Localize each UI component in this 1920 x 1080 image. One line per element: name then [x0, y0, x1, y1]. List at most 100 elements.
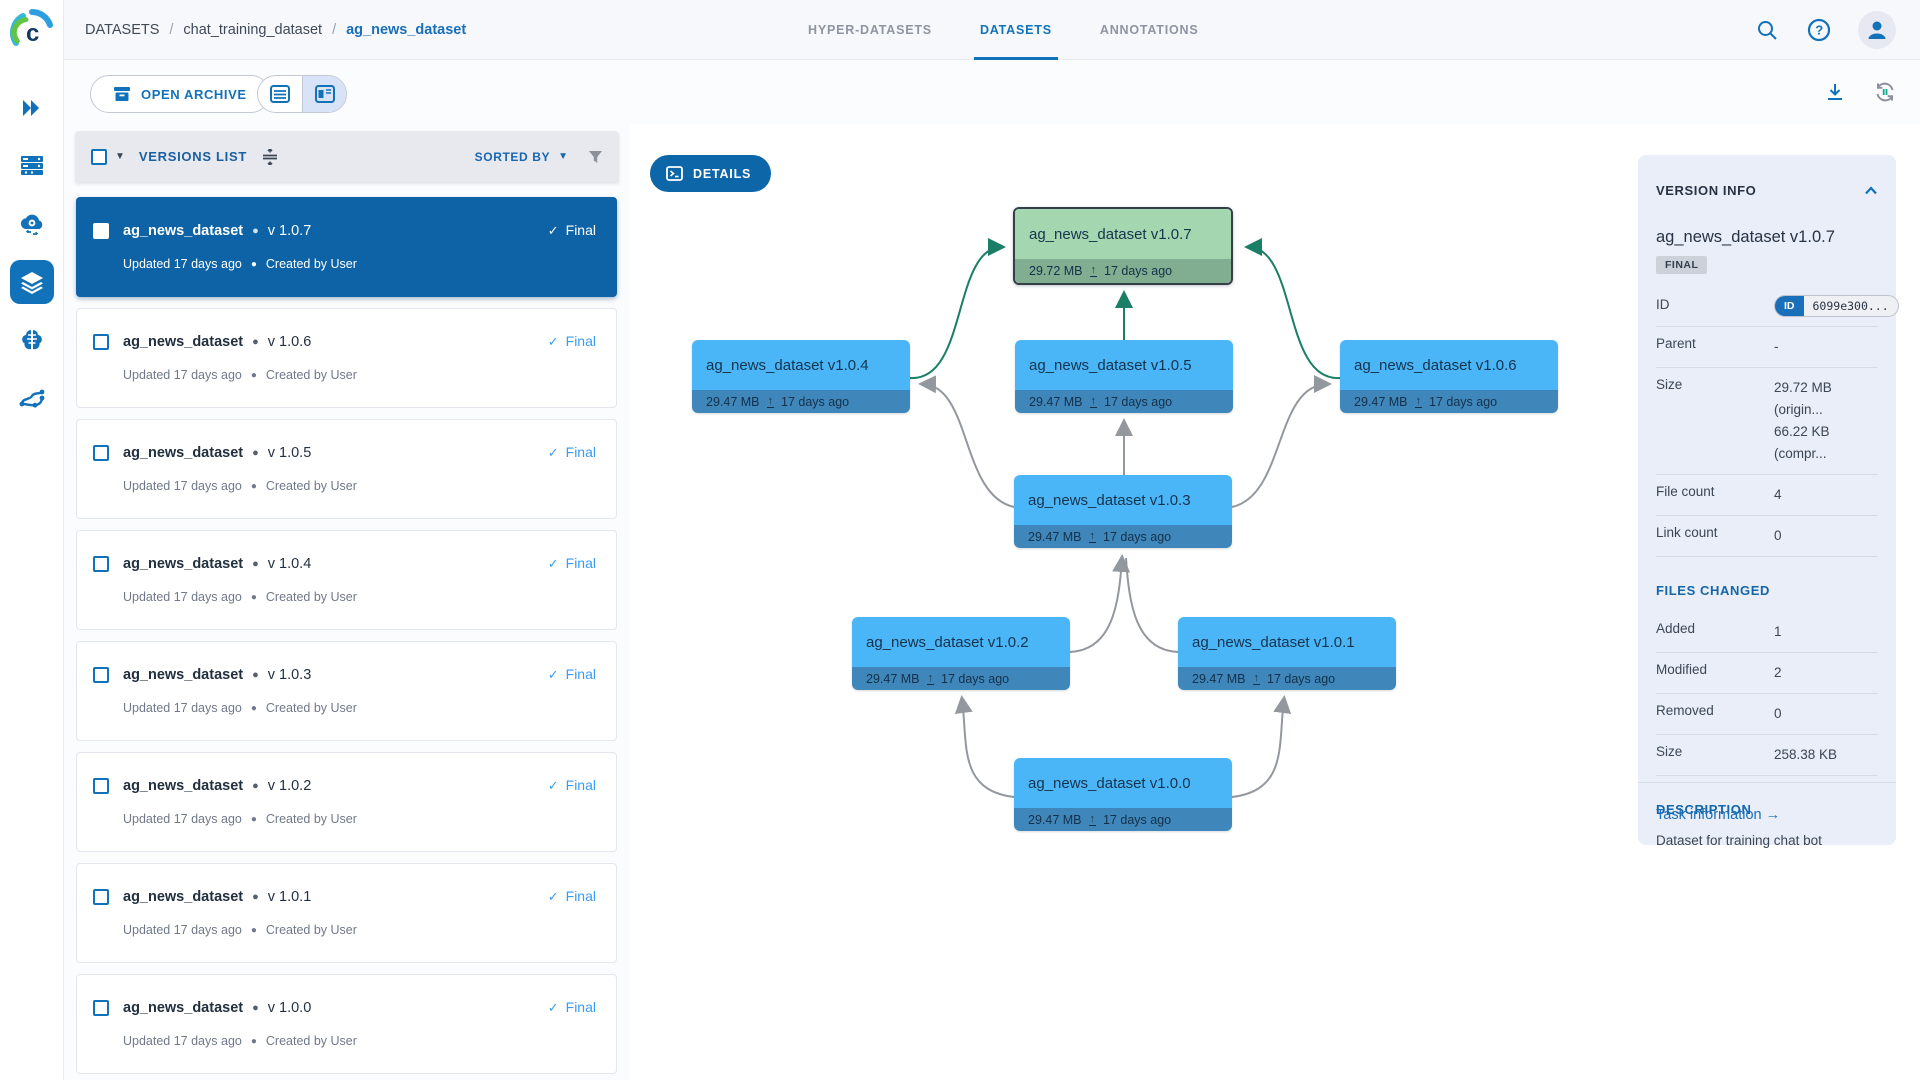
version-checkbox[interactable] — [93, 666, 109, 683]
graph-node-label: ag_news_dataset v1.0.5 — [1015, 340, 1233, 390]
updated-text: Updated 17 days ago — [123, 701, 242, 715]
author-text: Created by User — [265, 590, 357, 604]
graph-node-meta: 29.47 MB ↑ 17 days ago — [1178, 667, 1396, 690]
search-button[interactable] — [1754, 17, 1780, 43]
tab-annotations[interactable]: ANNOTATIONS — [1099, 23, 1199, 37]
separator-dot: ● — [252, 224, 259, 237]
refresh-pause-icon — [1876, 82, 1894, 102]
author-text: Created by User — [265, 257, 357, 271]
graph-edge — [1125, 557, 1179, 653]
breadcrumb-item[interactable]: ag_news_dataset — [346, 22, 467, 38]
user-icon — [1868, 21, 1886, 39]
graph-node-date: 17 days ago — [1104, 394, 1173, 409]
info-row-value: 0 — [1774, 706, 1782, 721]
graph-node-size: 29.72 MB — [1029, 264, 1083, 278]
clearml-logo-icon[interactable]: c — [9, 8, 55, 54]
version-checkbox[interactable] — [93, 888, 109, 905]
download-button[interactable] — [1822, 79, 1848, 105]
select-all-caret-icon[interactable]: ▼ — [115, 151, 125, 162]
version-name-title: ag_news_dataset v1.0.7 — [1656, 228, 1835, 246]
info-row-label: Added — [1656, 621, 1696, 636]
brain-icon — [22, 330, 42, 350]
final-status: Final — [548, 333, 596, 350]
filter-button[interactable] — [588, 150, 603, 164]
version-info-panel: VERSION INFO ag_news_dataset v1.0.7 FINA… — [1638, 155, 1899, 848]
sorted-by-caret-icon[interactable]: ▼ — [558, 151, 568, 162]
description-text: Dataset for training chat bot — [1656, 833, 1822, 848]
help-button[interactable]: ? — [1806, 17, 1832, 43]
version-list-item[interactable]: ag_news_dataset ● v 1.0.7 Final Updated … — [76, 197, 617, 297]
info-row: Added 1 — [1656, 612, 1878, 653]
graph-node[interactable]: ag_news_dataset v1.0.7 29.72 MB ↑ 17 day… — [1013, 207, 1233, 285]
open-archive-button[interactable]: OPEN ARCHIVE — [90, 75, 270, 113]
graph-node-size: 29.47 MB — [706, 394, 760, 409]
row-density-button[interactable] — [261, 148, 279, 165]
version-checkbox[interactable] — [93, 777, 109, 794]
dataset-toolbar: OPEN ARCHIVE — [64, 60, 1920, 124]
separator-dot: ● — [252, 557, 259, 570]
version-name: ag_news_dataset — [123, 888, 244, 905]
graph-edge — [918, 375, 1015, 508]
version-list-item[interactable]: ag_news_dataset ● v 1.0.4 Final Updated … — [76, 530, 617, 630]
updated-text: Updated 17 days ago — [123, 257, 242, 271]
graph-node[interactable]: ag_news_dataset v1.0.3 29.47 MB ↑ 17 day… — [1014, 475, 1232, 548]
sidebar-item-projects[interactable] — [10, 86, 54, 130]
version-list-item[interactable]: ag_news_dataset ● v 1.0.2 Final Updated … — [76, 752, 617, 852]
table-view-toggle[interactable] — [258, 76, 302, 112]
version-checkbox[interactable] — [93, 999, 109, 1016]
version-list-item[interactable]: ag_news_dataset ● v 1.0.3 Final Updated … — [76, 641, 617, 741]
graph-node[interactable]: ag_news_dataset v1.0.2 29.47 MB ↑ 17 day… — [852, 617, 1070, 690]
graph-node[interactable]: ag_news_dataset v1.0.4 29.47 MB ↑ 17 day… — [692, 340, 910, 413]
version-list-item[interactable]: ag_news_dataset ● v 1.0.5 Final Updated … — [76, 419, 617, 519]
breadcrumb-item[interactable]: DATASETS — [85, 22, 160, 38]
breadcrumb-item[interactable]: chat_training_dataset — [183, 22, 323, 38]
details-button[interactable]: DETAILS — [650, 155, 772, 192]
sidebar-item-workers-queues[interactable] — [10, 144, 54, 188]
collapse-panel-button[interactable] — [1864, 186, 1878, 195]
separator-dot: ● — [250, 702, 257, 714]
final-status: Final — [548, 777, 596, 794]
version-name: ag_news_dataset — [123, 666, 244, 683]
split-view-icon — [314, 85, 335, 103]
sidebar-item-models[interactable] — [10, 318, 54, 362]
info-row: Size 29.72 MB (origin... 66.22 KB (compr… — [1656, 368, 1878, 475]
version-checkbox[interactable] — [93, 222, 109, 239]
graph-node-size: 29.47 MB — [1354, 394, 1408, 409]
final-status: Final — [548, 888, 596, 905]
version-list-item[interactable]: ag_news_dataset ● v 1.0.6 Final Updated … — [76, 308, 617, 408]
version-list-item[interactable]: ag_news_dataset ● v 1.0.1 Final Updated … — [76, 863, 617, 963]
graph-node[interactable]: ag_news_dataset v1.0.1 29.47 MB ↑ 17 day… — [1178, 617, 1396, 690]
tab-hyper-datasets[interactable]: HYPER-DATASETS — [808, 23, 932, 37]
user-avatar[interactable] — [1858, 11, 1896, 49]
sidebar-item-pipelines[interactable] — [10, 376, 54, 420]
version-list-item[interactable]: ag_news_dataset ● v 1.0.0 Final Updated … — [76, 974, 617, 1074]
graph-node[interactable]: ag_news_dataset v1.0.5 29.47 MB ↑ 17 day… — [1015, 340, 1233, 413]
version-checkbox[interactable] — [93, 555, 109, 572]
sidebar-item-applications[interactable] — [10, 202, 54, 246]
graph-node-label: ag_news_dataset v1.0.0 — [1014, 758, 1232, 808]
versions-list-header-right: SORTED BY ▼ — [475, 150, 603, 164]
sorted-by-dropdown[interactable]: SORTED BY — [474, 149, 551, 164]
graph-node-label: ag_news_dataset v1.0.4 — [692, 340, 910, 390]
version-checkbox[interactable] — [93, 444, 109, 461]
split-view-toggle[interactable] — [302, 76, 346, 112]
auto-refresh-button[interactable] — [1872, 79, 1898, 105]
info-row-label: Size — [1656, 377, 1683, 392]
tab-datasets[interactable]: DATASETS — [973, 0, 1058, 60]
graph-node[interactable]: ag_news_dataset v1.0.0 29.47 MB ↑ 17 day… — [1014, 758, 1232, 831]
task-information-link[interactable]: Task information → — [1656, 807, 1781, 823]
version-checkbox[interactable] — [93, 333, 109, 350]
header-tabs: HYPER-DATASETS DATASETS ANNOTATIONS — [808, 0, 1198, 60]
author-text: Created by User — [265, 479, 357, 493]
final-status-badge: FINAL — [1656, 256, 1708, 274]
sidebar-nav — [0, 86, 64, 420]
graph-node[interactable]: ag_news_dataset v1.0.6 29.47 MB ↑ 17 day… — [1340, 340, 1558, 413]
chevrons-right-icon — [23, 100, 39, 116]
select-all-checkbox[interactable] — [91, 148, 107, 165]
sidebar-item-datasets[interactable] — [10, 260, 54, 304]
separator-dot: ● — [250, 591, 257, 603]
chevron-up-icon — [1865, 186, 1877, 195]
